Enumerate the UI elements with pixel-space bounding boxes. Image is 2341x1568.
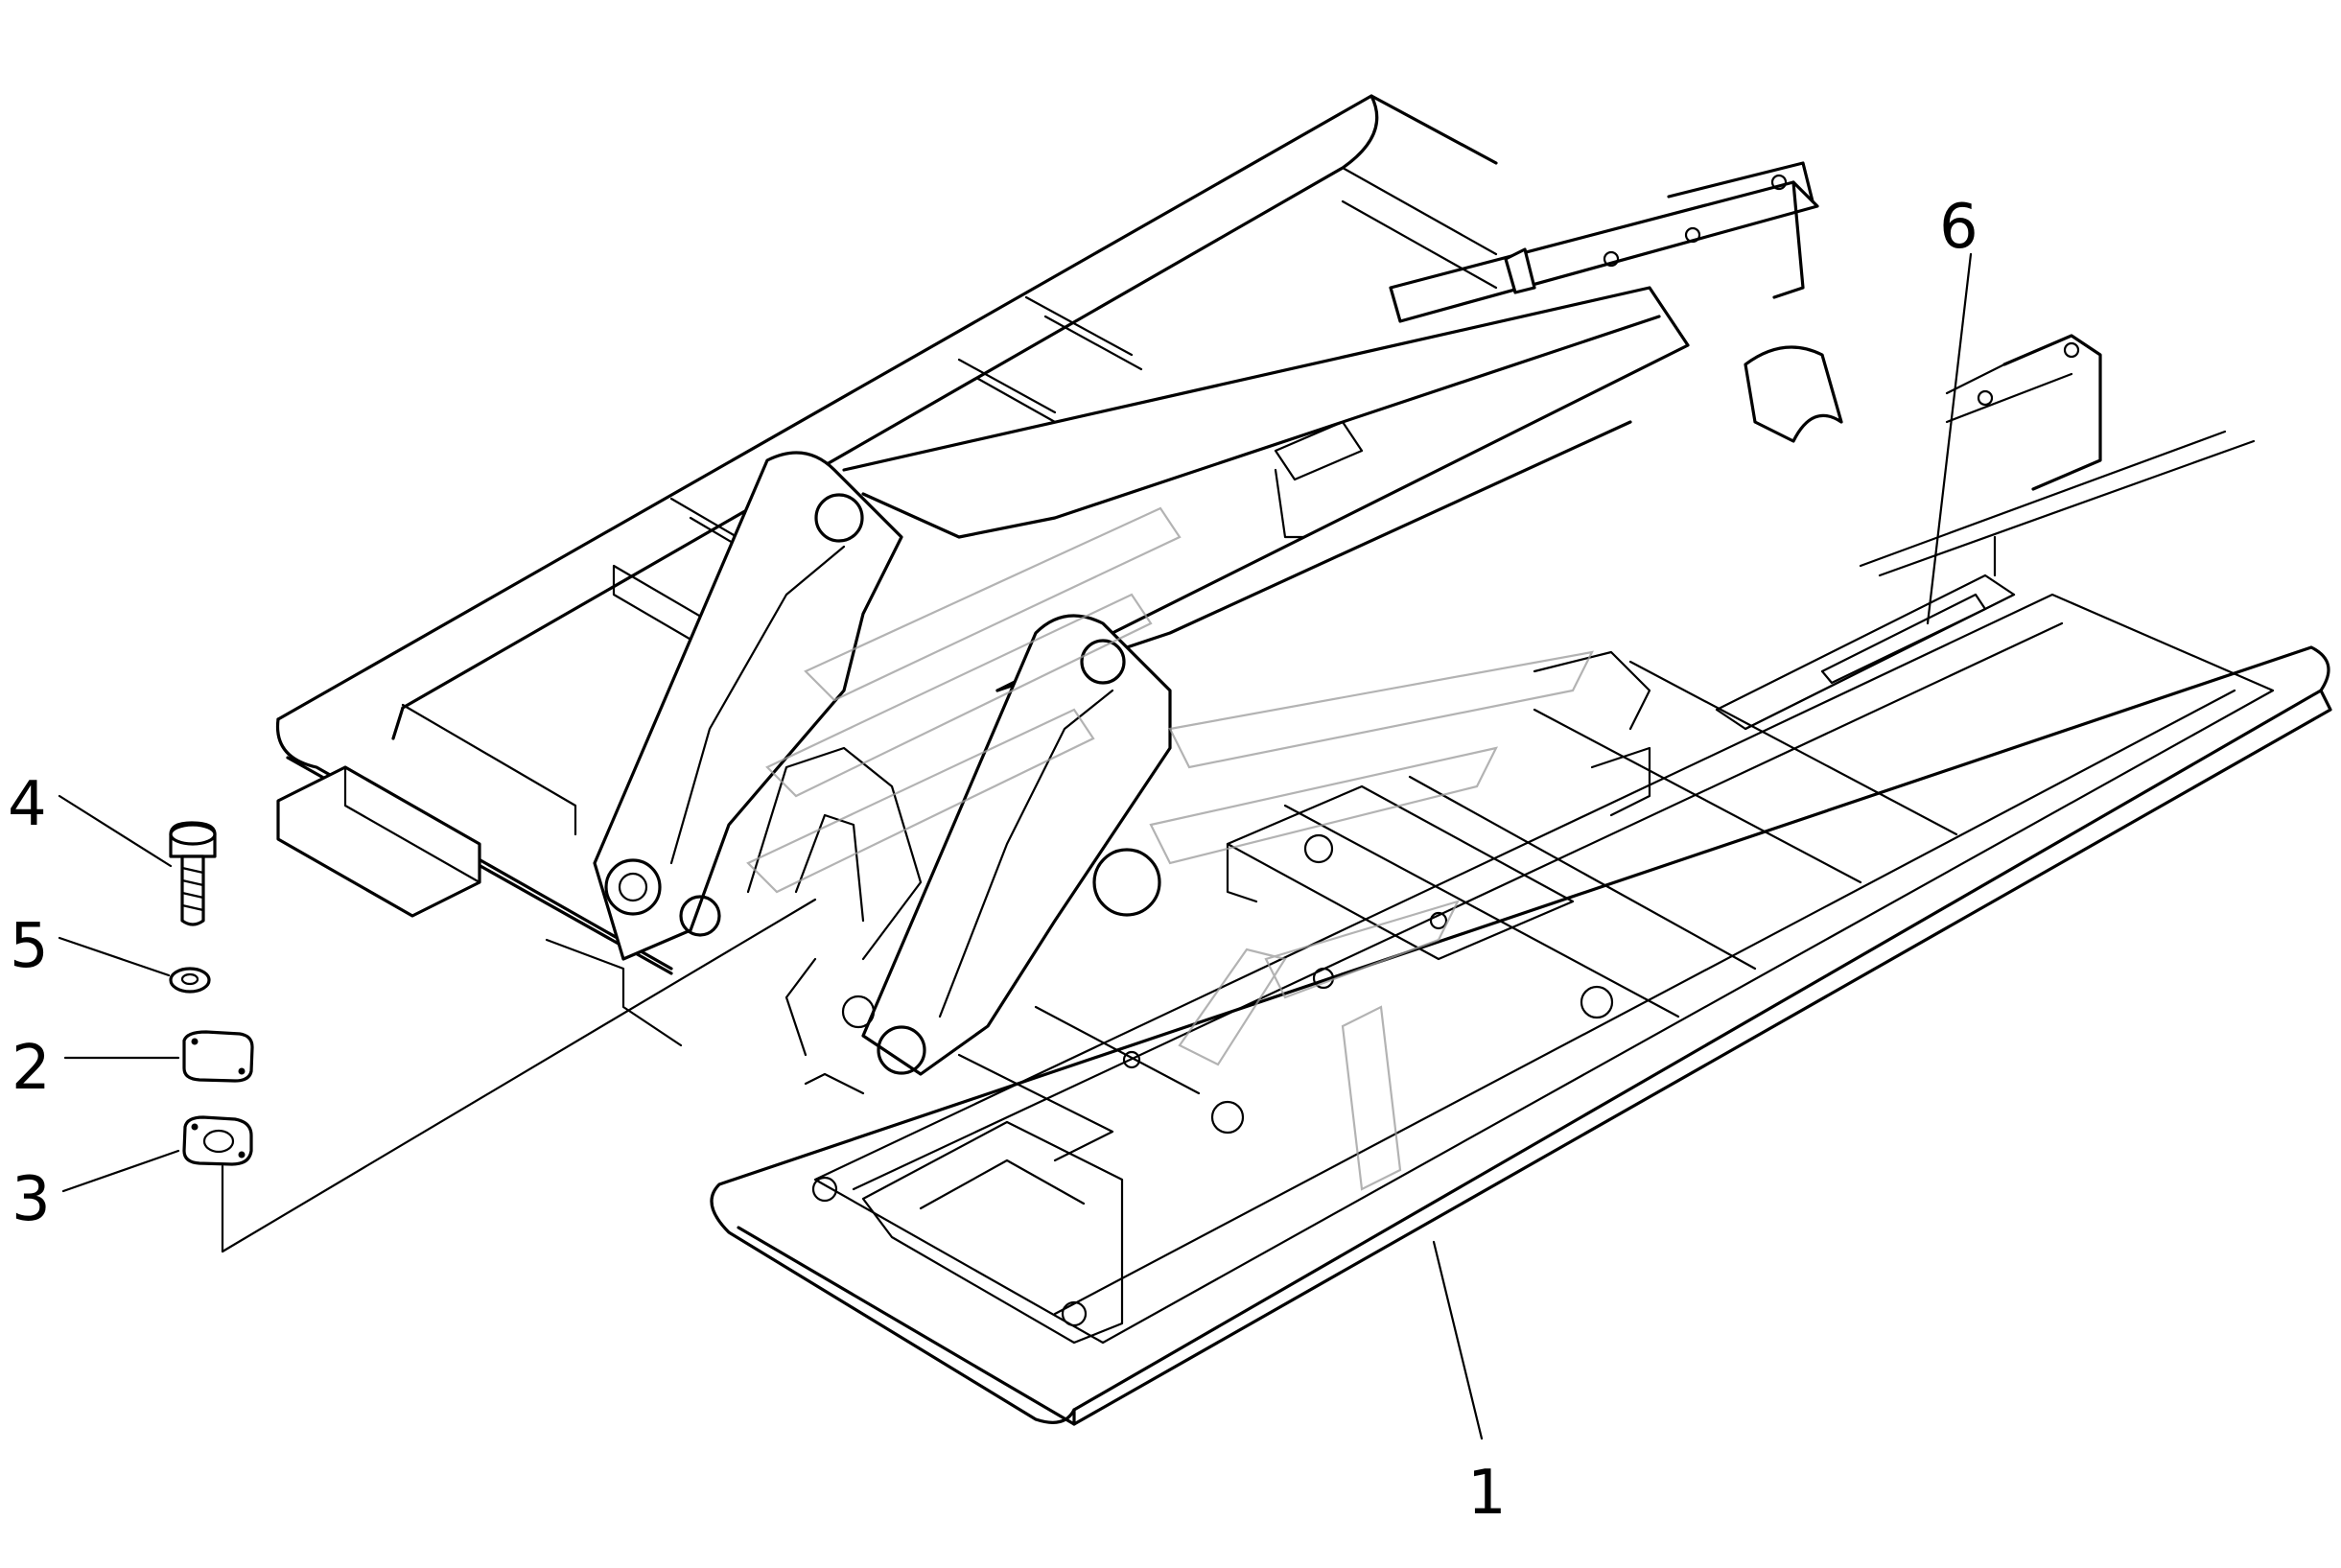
- leader-lines: [58, 252, 1973, 1440]
- callout-label-5: 5: [10, 911, 49, 982]
- callout-label-3: 3: [12, 1164, 51, 1235]
- gasket-part: [182, 1115, 253, 1166]
- revolving-frame: [275, 94, 2332, 1426]
- washer-part: [169, 967, 211, 994]
- callout-label-2: 2: [12, 1033, 51, 1104]
- bolt-part: [169, 821, 217, 926]
- cover-plate-part: [182, 1030, 254, 1083]
- callout-label-6: 6: [1939, 192, 1978, 263]
- boom-brackets: [545, 451, 1172, 1095]
- callout-label-4: 4: [8, 769, 47, 840]
- callout-label-1: 1: [1467, 1458, 1507, 1529]
- watermark-graphic: [746, 506, 1594, 1191]
